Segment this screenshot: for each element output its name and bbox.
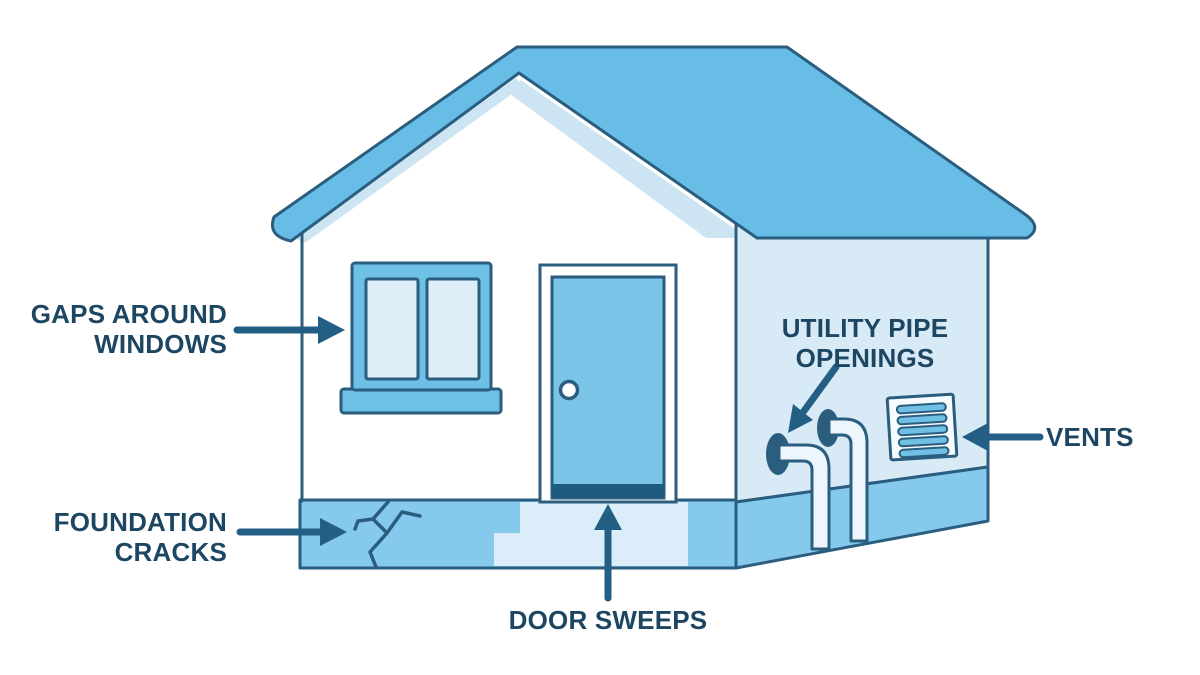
vent-slat xyxy=(898,446,950,459)
label-line: OPENINGS xyxy=(795,343,935,373)
arrow-head xyxy=(318,316,345,344)
arrow-foundation-cracks xyxy=(236,518,347,546)
label-line: FOUNDATION xyxy=(53,507,227,537)
window-pane-left xyxy=(364,277,420,381)
arrow-head xyxy=(962,423,988,451)
door-sweep-gap xyxy=(552,484,664,498)
window xyxy=(339,261,503,415)
door xyxy=(538,263,678,504)
pipe-right xyxy=(827,417,869,543)
label-gaps-around-windows: GAPS AROUND WINDOWS xyxy=(31,299,227,359)
arrow-head xyxy=(594,504,622,530)
label-line: WINDOWS xyxy=(94,329,227,359)
label-line: DOOR SWEEPS xyxy=(508,605,708,635)
gable-shadow-right xyxy=(506,80,748,238)
window-sill xyxy=(339,387,503,415)
roof xyxy=(270,45,1037,243)
label-line: UTILITY PIPE xyxy=(781,313,949,343)
window-pane-right xyxy=(425,277,481,381)
label-door-sweeps: DOOR SWEEPS xyxy=(458,605,758,635)
foundation-crack-branch-small xyxy=(353,517,375,531)
vent-slat xyxy=(895,402,947,415)
vent-slat xyxy=(897,424,949,437)
label-line: GAPS AROUND xyxy=(30,299,227,329)
arrow-door-sweeps xyxy=(594,504,622,602)
utility-pipes xyxy=(766,409,869,551)
label-line: CRACKS xyxy=(114,537,227,567)
label-line: VENTS xyxy=(1046,422,1134,452)
label-foundation-cracks: FOUNDATION CRACKS xyxy=(54,507,227,567)
gable-shadow-left xyxy=(294,78,523,243)
arrow-gaps-around-windows xyxy=(233,316,345,344)
porch-step xyxy=(494,502,688,566)
vent-slat xyxy=(896,413,948,426)
pipe-left xyxy=(777,443,831,551)
arrow-utility-pipe-openings xyxy=(788,363,840,433)
vent-slat xyxy=(897,435,949,448)
label-utility-pipe-openings: UTILITY PIPE OPENINGS xyxy=(775,313,955,373)
arrow-head xyxy=(320,518,347,546)
door-knob xyxy=(558,379,580,401)
arrow-head xyxy=(788,404,813,433)
vent xyxy=(885,392,959,462)
arrow-shaft xyxy=(800,363,840,415)
foundation-crack-branch xyxy=(385,510,422,535)
label-vents: VENTS xyxy=(1046,422,1134,452)
arrow-vents xyxy=(962,423,1044,451)
